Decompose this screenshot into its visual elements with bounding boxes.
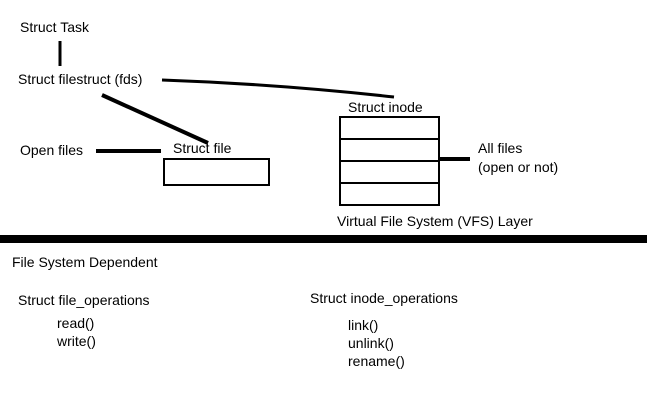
inode-operations-methods: link() unlink() rename() xyxy=(348,316,405,370)
open-files-label: Open files xyxy=(20,142,84,158)
struct-file-label: Struct file xyxy=(173,140,232,156)
all-files-line2: (open or not) xyxy=(478,159,559,175)
struct-inode-label: Struct inode xyxy=(348,99,423,115)
all-files-line1: All files xyxy=(478,140,523,156)
inode-table-row xyxy=(341,140,438,162)
inode-table-row xyxy=(341,184,438,204)
file-op-method: write() xyxy=(57,333,96,349)
file-operations-methods: read() write() xyxy=(57,314,96,350)
inode-table-row xyxy=(341,162,438,184)
struct-filestruct-label: Struct filestruct (fds) xyxy=(18,71,143,87)
inode-op-method: link() xyxy=(348,317,379,333)
fs-dependent-label: File System Dependent xyxy=(12,254,158,270)
inode-op-method: rename() xyxy=(348,353,405,369)
struct-inode-table xyxy=(339,116,440,206)
struct-task-label: Struct Task xyxy=(20,19,89,35)
connector-filestruct-to-file xyxy=(101,93,209,145)
vfs-layer-caption: Virtual File System (VFS) Layer xyxy=(337,213,533,229)
inode-op-method: unlink() xyxy=(348,335,394,351)
file-operations-title: Struct file_operations xyxy=(18,292,150,308)
inode-table-row xyxy=(341,118,438,140)
all-files-label: All files (open or not) xyxy=(478,139,558,177)
inode-operations-title: Struct inode_operations xyxy=(310,290,458,306)
struct-file-box xyxy=(163,158,270,186)
file-op-method: read() xyxy=(57,315,95,331)
layer-divider-bar xyxy=(0,235,647,243)
connector-filestruct-to-inode xyxy=(161,78,395,99)
